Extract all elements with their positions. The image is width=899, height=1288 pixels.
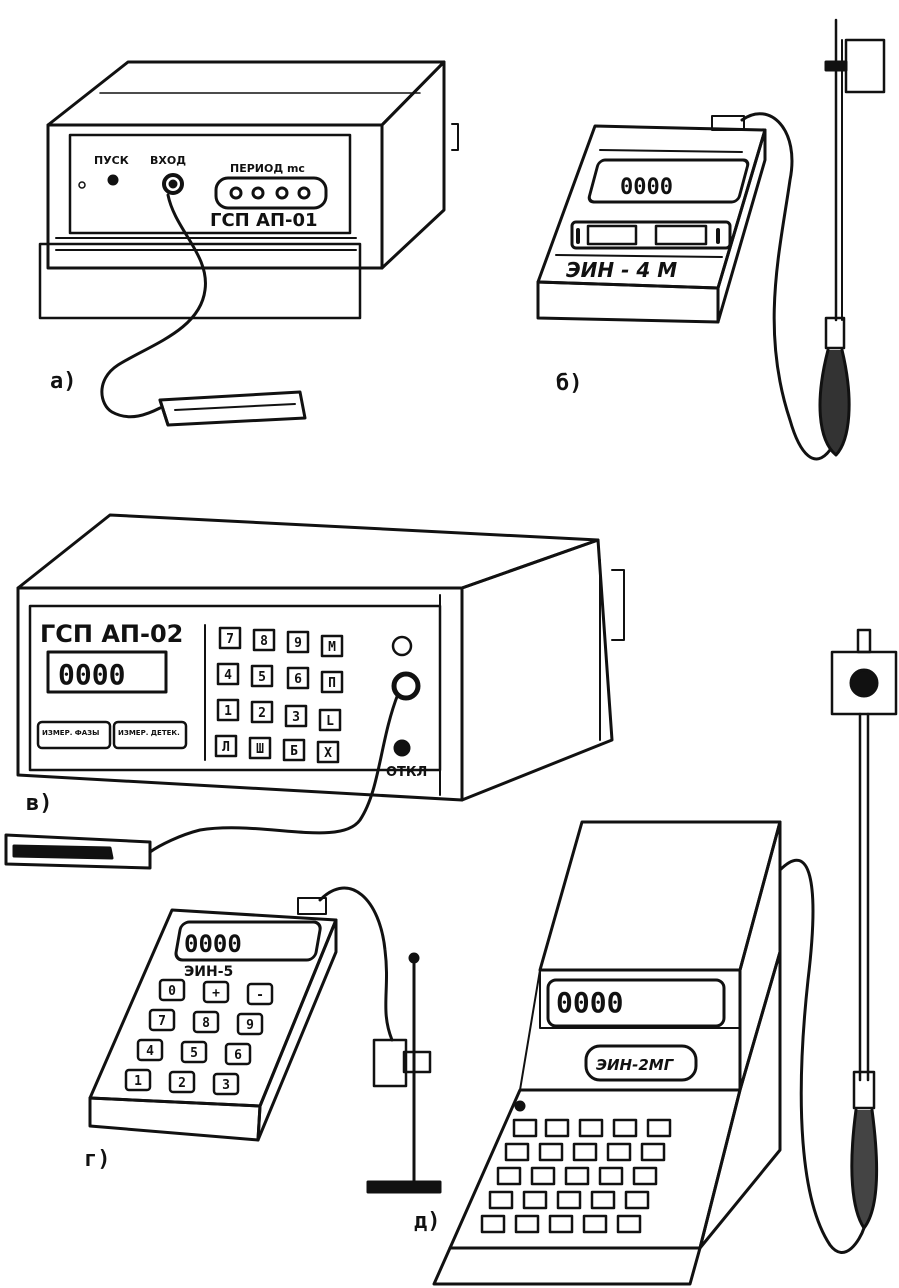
device-b-instrument: [536, 18, 886, 461]
device-a-start-label: ПУСК: [94, 154, 129, 167]
device-v-btn2-label: ИЗМЕР. ДЕТЕК.: [118, 729, 180, 737]
device-a-instrument: [38, 60, 459, 427]
device-v-key: 7: [226, 632, 234, 647]
device-g-key: 5: [190, 1046, 198, 1061]
label-b: б): [556, 371, 583, 396]
device-v-key: Б: [290, 744, 298, 759]
device-v-key: 8: [260, 634, 268, 649]
device-v-btn1-label: ИЗМЕР. ФАЗЫ: [42, 729, 99, 737]
device-v-key: L: [326, 714, 334, 729]
device-v-otkl-label: ОТКЛ: [386, 765, 427, 780]
device-a-name: ГСП АП-01: [210, 210, 318, 231]
device-d-instrument: [432, 820, 866, 1286]
device-g-key: 4: [146, 1044, 154, 1059]
device-v-display: 0000: [58, 658, 125, 691]
device-v-instrument: [4, 513, 898, 1230]
device-a-input-label: ВХОД: [150, 154, 186, 167]
device-v-key: 3: [292, 710, 300, 725]
device-v-keypad: [214, 626, 344, 764]
device-v-key: Л: [222, 740, 230, 755]
device-g-key: 7: [158, 1014, 166, 1029]
device-g-key: -: [256, 988, 264, 1003]
device-b-name: ЭИН - 4 М: [566, 258, 677, 282]
device-v-key: 2: [258, 706, 266, 721]
device-g-key: 8: [202, 1016, 210, 1031]
device-g-key: 3: [222, 1078, 230, 1093]
label-g: г): [84, 1147, 111, 1172]
device-g-key: 6: [234, 1048, 242, 1063]
device-v-key: 5: [258, 670, 266, 685]
device-v-key: М: [328, 640, 336, 655]
device-g-key: 2: [178, 1076, 186, 1091]
device-g-display: 0000: [184, 930, 242, 958]
device-d-keypad: [480, 1118, 672, 1234]
device-v-key: Х: [324, 746, 332, 761]
device-b-display: 0000: [620, 175, 673, 200]
device-a-period-label: ПЕРИОД mc: [230, 162, 305, 175]
device-g-name: ЭИН-5: [184, 964, 233, 980]
device-g-key: 0: [168, 984, 176, 999]
label-v: в): [26, 791, 53, 816]
device-g-key: 1: [134, 1074, 142, 1089]
device-g-key: +: [212, 986, 220, 1001]
device-g-keypad: [124, 978, 274, 1096]
label-d: д): [414, 1209, 441, 1234]
device-g-instrument: [88, 886, 442, 1194]
device-v-key: 9: [294, 636, 302, 651]
device-v-key: 4: [224, 668, 232, 683]
device-v-key: 6: [294, 672, 302, 687]
device-v-key: 1: [224, 704, 232, 719]
device-v-name: ГСП АП-02: [40, 620, 183, 648]
device-d-name: ЭИН-2МГ: [596, 1056, 675, 1074]
device-v-key: П: [328, 676, 336, 691]
label-a: а): [50, 369, 77, 394]
device-g-key: 9: [246, 1018, 254, 1033]
device-d-display: 0000: [556, 986, 623, 1019]
device-v-key: Ш: [256, 742, 264, 757]
